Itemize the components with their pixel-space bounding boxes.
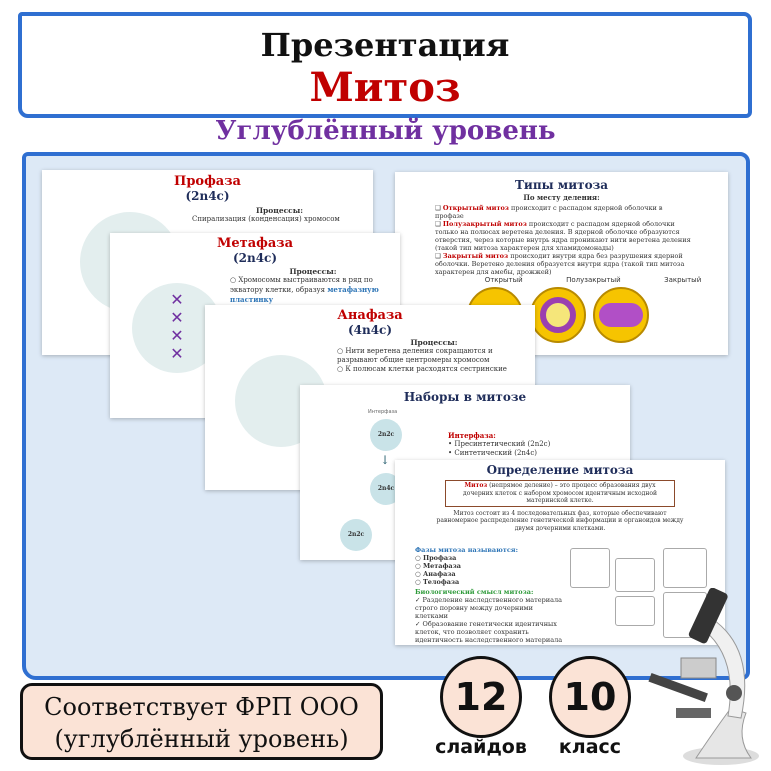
phase-diagram [663, 548, 707, 588]
level-subtitle: Углублённый уровень [215, 116, 556, 146]
grade-label: класс [558, 736, 622, 758]
slide-formula: (2n4c) [232, 251, 278, 265]
slide-title: Определение митоза [486, 463, 634, 477]
slides-label: слайдов [435, 736, 527, 758]
interphase-info: Интерфаза:• Пресинтетический (2n2c)• Син… [448, 431, 551, 457]
set-circle: 2n2c [370, 419, 402, 451]
slide-subtitle: По месту деления: [523, 193, 600, 202]
types-list: ❑ Открытый митоз происходит с распадом я… [395, 202, 728, 276]
grade-number: 10 [549, 656, 631, 738]
set-circle: 2n2c [340, 519, 372, 551]
type-labels: Открытый Полузакрытый Закрытый [463, 276, 723, 284]
arrow-down-icon: ↓ [380, 453, 391, 467]
phases-block: Фазы митоза называются: ○ Профаза ○ Мета… [415, 546, 563, 645]
presentation-label: Презентация [260, 26, 510, 64]
slide-formula: (4n4c) [347, 323, 393, 337]
standard-line2: (углублённый уровень) [54, 725, 349, 753]
standard-badge: Соответствует ФРП ООО (углублённый урове… [20, 683, 383, 760]
label-semi: Полузакрытый [566, 276, 621, 284]
microscope-icon [648, 588, 759, 765]
phase-diagram [615, 596, 655, 626]
process-item: Спирализация (конденсация) хромосом [192, 215, 340, 223]
processes: Процессы:Спирализация (конденсация) хром… [192, 206, 367, 224]
label-open: Открытый [484, 276, 523, 284]
type-item: ❑ Полузакрытый митоз происходит с распад… [435, 220, 691, 252]
slide-formula: (2n4c) [185, 189, 230, 203]
slide-title: Профаза [174, 174, 241, 189]
processes: Процессы:○ Хромосомы выстраиваются в ряд… [230, 267, 396, 305]
processes-label: Процессы: [289, 267, 337, 276]
intro-text: Митоз состоит из 4 последовательных фаз,… [436, 509, 684, 532]
title-banner: Презентация Митоз [18, 12, 752, 118]
slide-title: Анафаза [337, 308, 403, 323]
type-item: ❑ Открытый митоз происходит с распадом я… [435, 204, 663, 220]
phase-diagram [615, 558, 655, 592]
processes: Процессы: ○ Нити веретена деления сокращ… [337, 338, 531, 374]
slide-title: Метафаза [216, 236, 293, 251]
slide-title: Типы митоза [514, 178, 609, 192]
standard-line1: Соответствует ФРП ООО [44, 693, 359, 721]
phase-diagram [570, 548, 610, 588]
slide-title: Наборы в митозе [403, 390, 527, 404]
type-item: ❑ Закрытый митоз происходит внутри ядра … [435, 252, 685, 276]
processes-label: Процессы: [255, 206, 304, 215]
label-closed: Закрытый [664, 276, 702, 284]
slide-definition: Определение митоза Митоз (непрямое делен… [395, 460, 725, 645]
definition-box: Митоз (непрямое деление) – это процесс о… [445, 480, 675, 507]
subject-title: Митоз [309, 64, 461, 111]
slide-types: Типы митоза По месту деления: ❑ Открытый… [395, 172, 728, 355]
interphase-label: Интерфаза [368, 409, 398, 415]
semiclosed-mitosis-illustration [530, 287, 586, 343]
slides-count: 12 [440, 656, 522, 738]
processes-label: Процессы: [410, 338, 458, 347]
closed-mitosis-illustration [593, 287, 649, 343]
